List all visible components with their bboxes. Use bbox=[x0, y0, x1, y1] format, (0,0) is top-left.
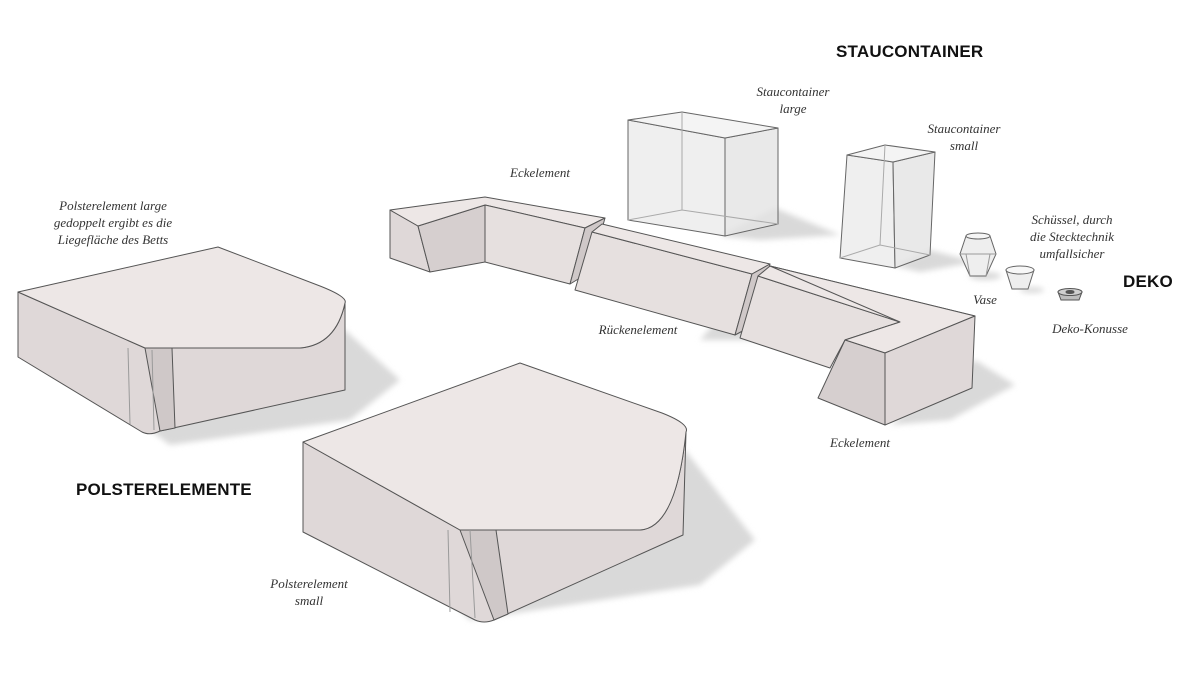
label-polster-small: Polsterelement small bbox=[270, 576, 348, 608]
vase-rim bbox=[965, 232, 991, 240]
stau-small-side-face bbox=[892, 151, 936, 269]
schuessel bbox=[1005, 265, 1035, 290]
rueckenelement bbox=[574, 223, 771, 336]
vase-facet bbox=[960, 253, 996, 277]
label-rueckenelement: Rückenelement bbox=[598, 322, 678, 337]
bowl-rim bbox=[1005, 265, 1035, 275]
heading-polsterelemente: POLSTERELEMENTE bbox=[76, 480, 252, 499]
polster-small-stitch bbox=[447, 529, 476, 619]
label-schuessel: Schüssel, durch die Stecktechnik umfalls… bbox=[1029, 212, 1115, 261]
label-eckelement-back: Eckelement bbox=[510, 165, 570, 180]
deko-konus bbox=[1057, 288, 1083, 301]
shadow-stau-large bbox=[720, 208, 840, 240]
stau-large-hidden-edges bbox=[627, 112, 779, 225]
konus-hole bbox=[1065, 290, 1075, 294]
label-polster-large: Polsterelement large gedoppelt ergibt es… bbox=[53, 198, 173, 247]
vase bbox=[959, 232, 997, 277]
polsterelement-small bbox=[302, 362, 687, 623]
label-staucontainer-large: Staucontainer large bbox=[756, 84, 830, 116]
stau-small-top-face bbox=[846, 144, 936, 163]
stau-small-front-face bbox=[839, 154, 896, 269]
vase-body bbox=[959, 235, 997, 277]
eckelement-back bbox=[389, 196, 606, 285]
stau-large-top-face bbox=[627, 111, 779, 139]
polster-large-top-face bbox=[17, 246, 346, 349]
eck-front-front-face bbox=[884, 315, 976, 426]
polster-small-top-face bbox=[302, 362, 687, 531]
staucontainer-small bbox=[839, 144, 936, 269]
eckelement-front bbox=[739, 265, 976, 426]
polster-small-corner bbox=[459, 529, 509, 621]
polsterelement-large bbox=[17, 246, 346, 435]
label-staucontainer-small: Staucontainer small bbox=[927, 121, 1001, 153]
label-vase: Vase bbox=[973, 292, 997, 307]
heading-staucontainer: STAUCONTAINER bbox=[836, 42, 984, 61]
stau-large-front-face bbox=[627, 119, 726, 237]
polster-large-stitch bbox=[127, 347, 155, 431]
stau-small-hidden-edges bbox=[839, 144, 931, 259]
label-deko-konusse: Deko-Konusse bbox=[1052, 321, 1128, 336]
staucontainer-large bbox=[627, 111, 779, 237]
label-eckelement-front: Eckelement bbox=[830, 435, 890, 450]
heading-deko: DEKO bbox=[1123, 272, 1173, 291]
shadow-stau-small bbox=[895, 250, 975, 272]
